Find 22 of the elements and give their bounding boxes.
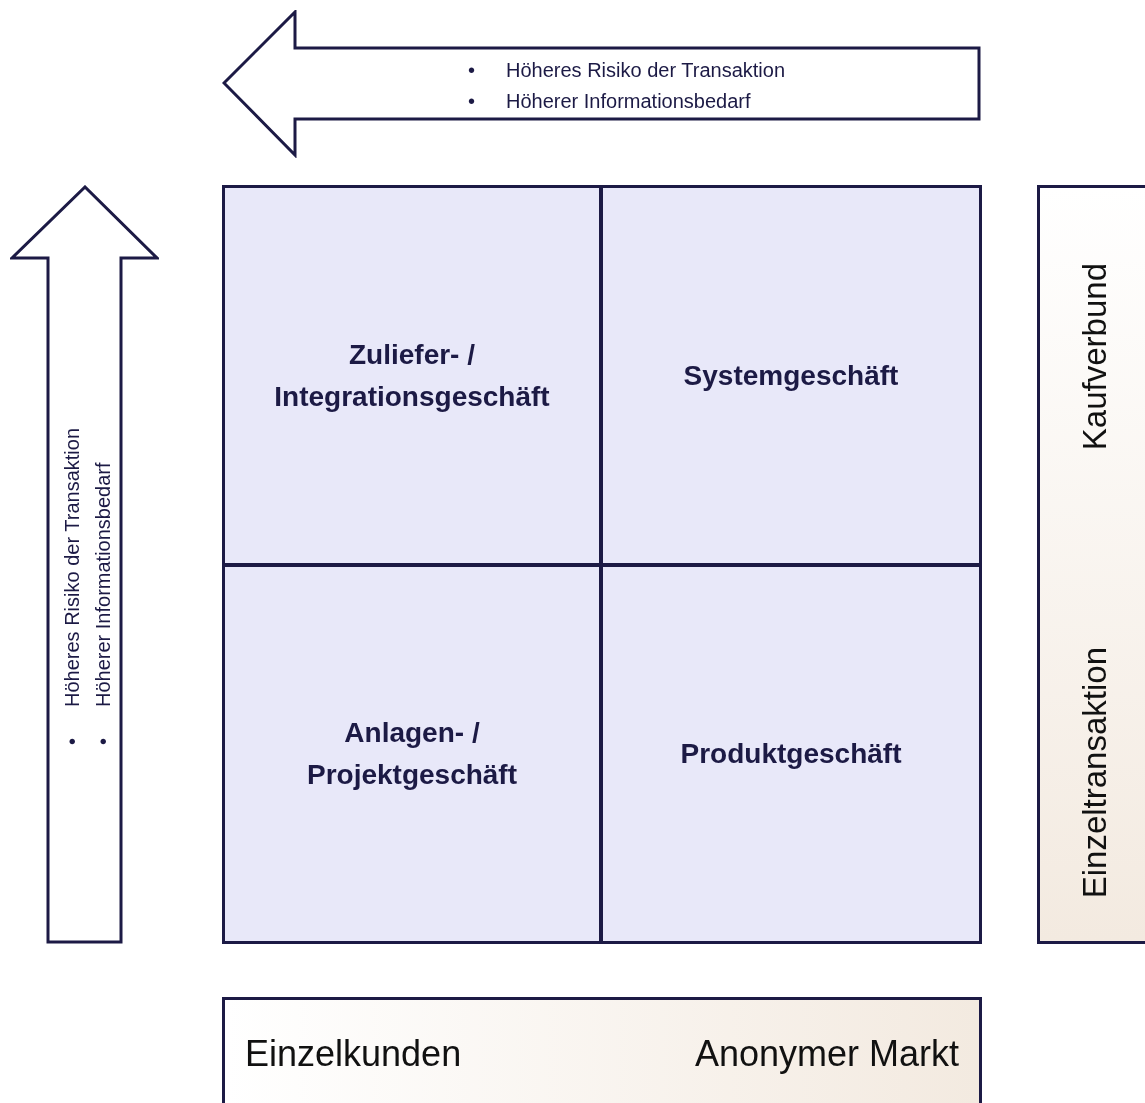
quadrant-label: Produktgeschäft bbox=[680, 737, 902, 771]
bullet-text: Höheres Risiko der Transaktion bbox=[60, 428, 84, 707]
scale-bar bbox=[1037, 185, 1145, 944]
quadrant-box bbox=[600, 564, 982, 944]
bullet: • bbox=[468, 89, 476, 114]
scale-label: Einzelkunden bbox=[245, 1034, 462, 1074]
bullet: • bbox=[91, 737, 115, 745]
scale-label: Einzeltransaktion bbox=[1075, 647, 1114, 899]
scale-label: Anonymer Markt bbox=[694, 1034, 959, 1074]
quadrant-label: Anlagen- / Projektgeschäft bbox=[305, 716, 519, 792]
scale-label: Kaufverbund bbox=[1075, 262, 1114, 450]
quadrant-box bbox=[600, 185, 982, 566]
bullet: • bbox=[468, 58, 476, 83]
bullet-text: Höherer Informationsbedarf bbox=[506, 89, 751, 114]
bullet-text: Höherer Informationsbedarf bbox=[91, 462, 115, 707]
quadrant-box bbox=[222, 564, 602, 944]
bullet-text: Höheres Risiko der Transaktion bbox=[506, 58, 785, 83]
bullet: • bbox=[60, 737, 84, 745]
quadrant-label: Systemgeschäft bbox=[683, 358, 899, 393]
scale-bar bbox=[222, 997, 982, 1103]
quadrant-label: Zuliefer- / Integrationsgeschäft bbox=[273, 337, 551, 414]
quadrant-box bbox=[222, 185, 602, 566]
